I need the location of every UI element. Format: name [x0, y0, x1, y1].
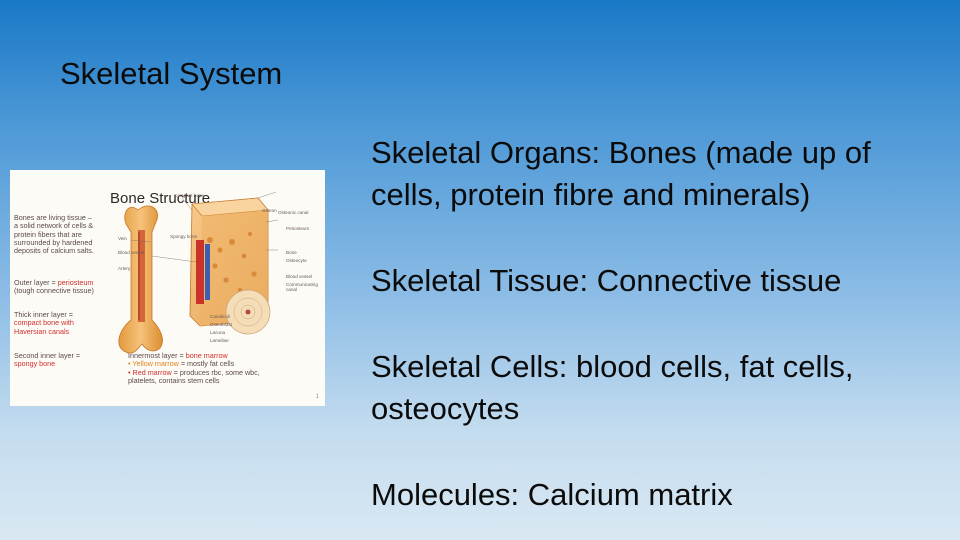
label-communicating-canal: Communicating canal	[286, 282, 318, 293]
label-osteonic-canal: Osteonic canal	[278, 210, 309, 215]
second-layer-note: Second inner layer = spongy bone	[14, 351, 81, 369]
note-line: surrounded by hardened	[14, 237, 93, 247]
note-line: spongy bone	[14, 359, 56, 369]
bullet-list: Skeletal Organs: Bones (made up of cells…	[371, 132, 941, 516]
bullet-organs: Skeletal Organs: Bones (made up of cells…	[371, 135, 871, 212]
note-text: = produces rbc, some wbc,	[171, 367, 260, 377]
outer-layer-note: Outer layer = periosteum (tough connecti…	[14, 278, 94, 296]
bullet-molecules: Molecules: Calcium matrix	[371, 477, 733, 512]
label-blood-vessel-2: Blood vessel	[286, 274, 313, 279]
bullet-tissue: Skeletal Tissue: Connective tissue	[371, 263, 842, 298]
note-line: a solid network of cells &	[14, 221, 94, 231]
label-osteon: Osteon	[262, 208, 277, 213]
note-text: = mostly fat cells	[178, 359, 235, 369]
innermost-layer-note: Innermost layer = bone marrow • Yellow m…	[128, 351, 260, 385]
note-text: Innermost layer =	[128, 351, 186, 360]
note-line: compact bone with	[14, 318, 74, 328]
label-spongy-bone: Spongy bone	[170, 234, 198, 239]
note-line: Innermost layer = bone marrow	[128, 351, 260, 360]
note-highlight: bone marrow	[185, 351, 228, 360]
thick-layer-note: Thick inner layer = compact bone with Ha…	[14, 310, 74, 336]
note-line: • Red marrow = produces rbc, some wbc,	[128, 367, 260, 377]
note-line: • Yellow marrow = mostly fat cells	[128, 360, 260, 368]
blood-vessel-blue	[205, 244, 210, 300]
note-highlight: • Red marrow	[128, 367, 172, 377]
bone-illustration	[118, 191, 279, 354]
note-highlight: • Yellow marrow	[128, 359, 179, 369]
label-lacuna: Lacuna	[210, 330, 226, 335]
living-tissue-note: Bones are living tissue – a solid networ…	[14, 213, 94, 256]
note-text: Outer layer =	[14, 278, 58, 287]
label-lamellae: Lamellae	[210, 338, 229, 343]
label-compact-bone: Compact bone	[174, 193, 204, 198]
note-highlight: periosteum	[57, 278, 94, 287]
label-vein: Vein	[118, 236, 127, 241]
note-line: Haversian canals	[14, 326, 70, 336]
note-line: Outer layer = periosteum	[14, 278, 94, 287]
marrow-cavity	[138, 230, 145, 322]
note-line: platelets, contains stem cells	[128, 375, 220, 385]
note-line: Second inner layer =	[14, 351, 81, 360]
pointer-lines	[130, 191, 279, 263]
label-osteoblast: Osteoblast	[210, 322, 232, 327]
label-canaliculi: Canaliculi	[210, 314, 230, 319]
label-blood-vessel: Blood vessel	[118, 250, 145, 255]
note-line: Thick inner layer =	[14, 310, 73, 319]
note-line: protein fibers that are	[14, 229, 82, 239]
slide-title: Skeletal System	[60, 56, 283, 91]
spongy-texture	[207, 231, 257, 293]
bullet-cells: Skeletal Cells: blood cells, fat cells, …	[371, 349, 854, 426]
figure-title: Bone Structure	[110, 190, 211, 207]
note-line: deposits of calcium salts.	[14, 246, 94, 256]
bone-structure-figure: Bone Structure Bones are living tissue –…	[10, 170, 325, 406]
label-bone: Bone	[286, 250, 297, 255]
note-line: (tough connective tissue)	[14, 286, 94, 296]
label-artery: Artery	[118, 266, 131, 271]
figure-page-number: 1	[315, 394, 319, 400]
label-osteocyte: Osteocyte	[286, 258, 307, 263]
blood-vessel-red	[196, 240, 204, 304]
label-periosteum: Periosteum	[286, 226, 310, 231]
note-line: Bones are living tissue –	[14, 213, 92, 222]
